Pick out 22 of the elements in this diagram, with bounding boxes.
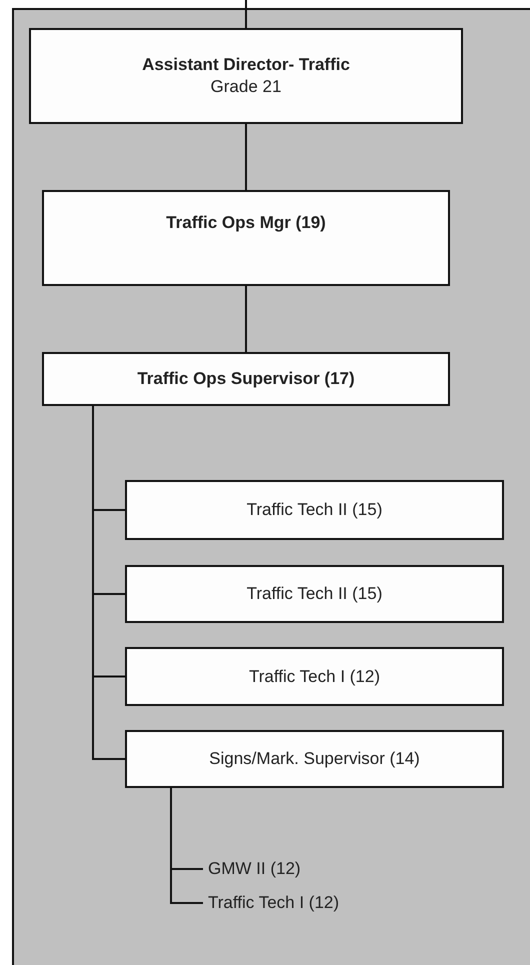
position-title: Traffic Tech II (15)	[246, 499, 382, 521]
position-box	[125, 647, 504, 706]
connector-line	[245, 286, 247, 352]
position-label: GMW II (12)	[208, 858, 301, 880]
position-box	[29, 28, 463, 124]
grade-label: Grade 21	[210, 76, 282, 98]
position-title: Assistant Director- Traffic	[142, 54, 350, 76]
connector-line	[92, 406, 125, 760]
position-box	[42, 352, 450, 406]
position-box	[125, 480, 504, 540]
position-title: Traffic Ops Supervisor (17)	[137, 368, 355, 390]
position-title: Traffic Tech I (12)	[248, 666, 380, 688]
position-title: Traffic Ops Mgr (19)	[166, 212, 326, 234]
position-box	[125, 565, 504, 623]
position-box	[125, 730, 504, 788]
connector-line	[245, 124, 247, 190]
position-title: Traffic Tech II (15)	[246, 583, 382, 605]
connector-line	[245, 0, 247, 28]
position-box	[42, 190, 450, 286]
position-title: Signs/Mark. Supervisor (14)	[209, 748, 420, 770]
connector-line	[170, 788, 203, 904]
position-label: Traffic Tech I (12)	[208, 892, 340, 914]
